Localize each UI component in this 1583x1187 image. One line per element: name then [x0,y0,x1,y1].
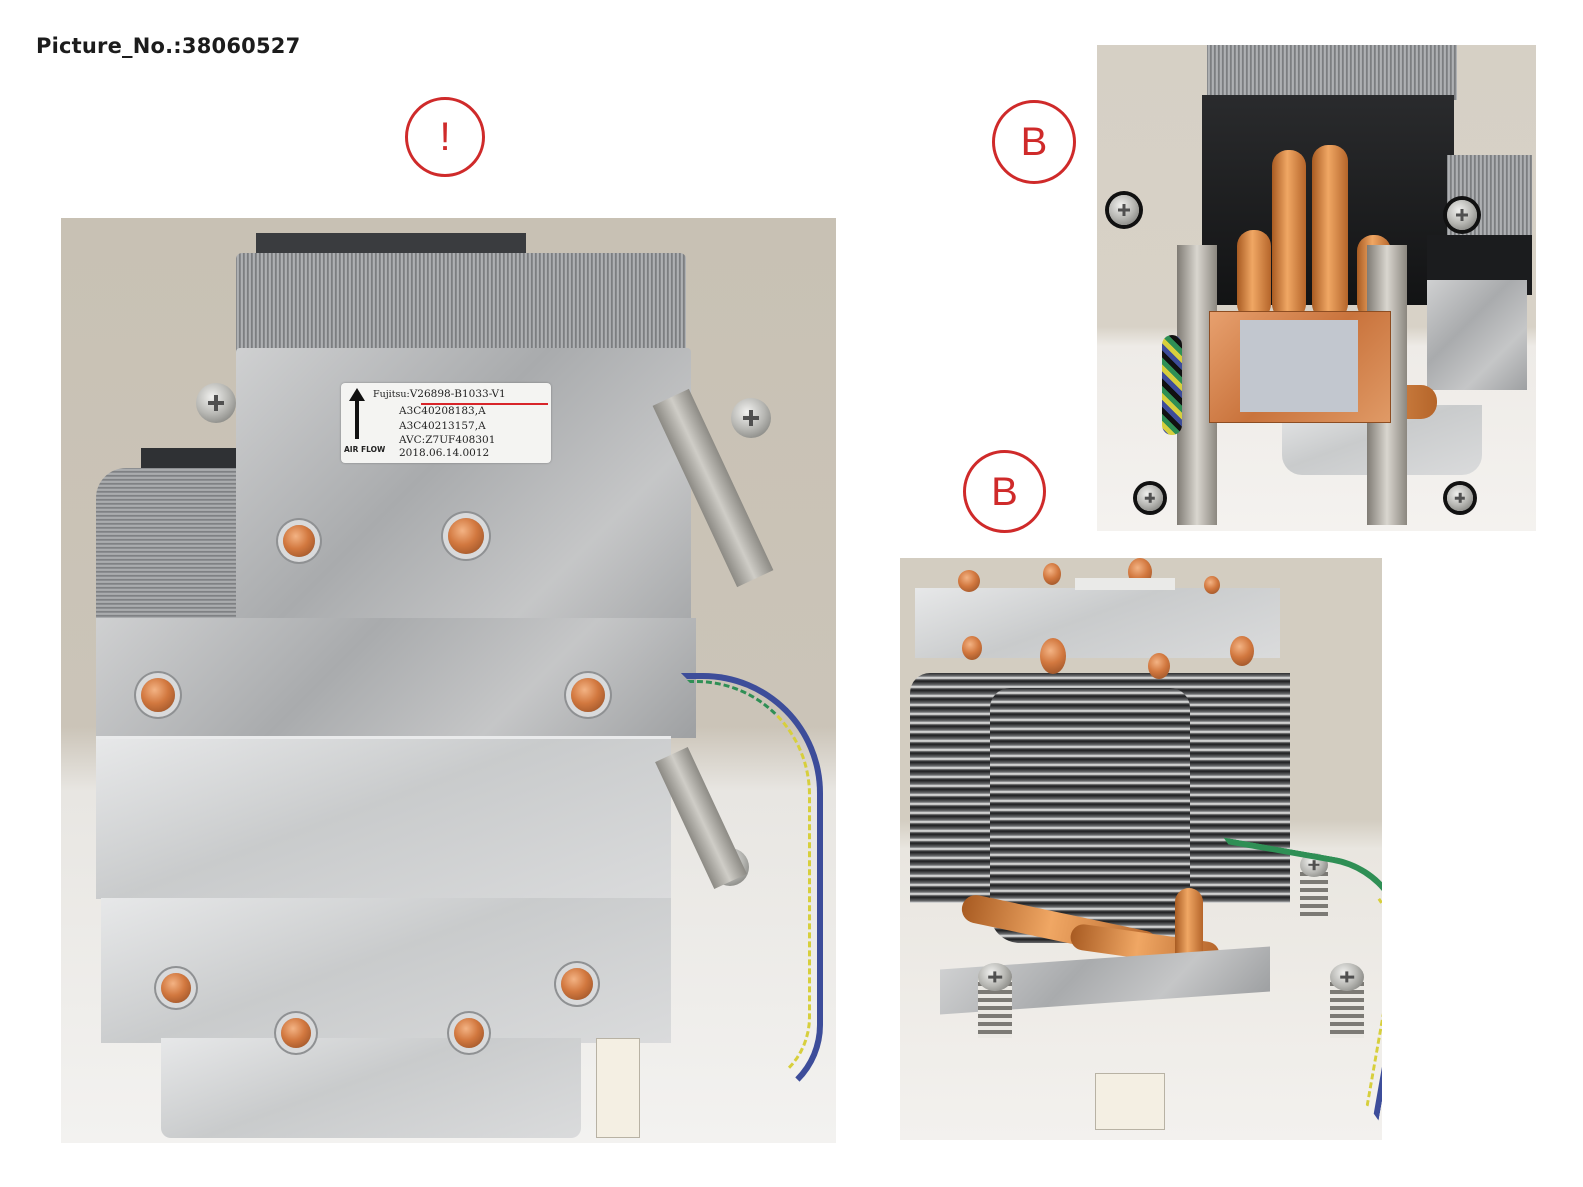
heatpipe-end-icon [1043,563,1061,585]
bracket-screw-icon [1447,485,1473,511]
middle-left-plate [96,618,696,738]
photo-side-view [900,558,1382,1140]
label-brand: Fujitsu: [373,389,410,400]
bracket-screw-icon [1137,485,1163,511]
mid-plate [96,736,671,899]
bracket-screw-icon [1109,195,1139,225]
picture-number: Picture_No.:38060527 [36,34,301,58]
product-label: AIR FLOW Fujitsu:V26898-B1033-V1 A3C4020… [341,383,551,463]
b-marker-bottom-icon: B [963,450,1046,533]
copper-base [1209,311,1391,423]
side-plate [1427,280,1527,390]
left-fin-stack [96,468,241,638]
spring-screw-head-icon [978,963,1012,991]
fan-connector [596,1038,640,1138]
fin-stack-center [990,688,1190,943]
heatpipe-end-icon [1040,638,1066,674]
airflow-text: AIR FLOW [344,445,386,454]
heatpipe-end-icon [1148,653,1170,679]
heatpipe-end-icon [958,570,980,592]
thermal-pad [1240,320,1358,412]
heatpipe-end-icon [561,968,593,1000]
heatpipe-end-icon [281,1018,311,1048]
heat-pipe [1312,145,1348,320]
heatpipe-end-icon [1230,636,1254,666]
airflow-arrow-shaft [355,399,359,439]
label-line-3: A3C40213157,A [399,420,486,432]
airflow-arrow-icon [349,388,365,401]
heatpipe-end-icon [161,973,191,1003]
photo-front-view: AIR FLOW Fujitsu:V26898-B1033-V1 A3C4020… [61,218,836,1143]
heat-pipe [1272,150,1306,320]
part-number-underline [421,403,548,405]
photo-base-view [1097,45,1536,531]
heatpipe-end-icon [571,678,605,712]
base-foot [161,1038,581,1138]
label-line-5: 2018.06.14.0012 [399,447,490,459]
heatpipe-end-icon [448,518,484,554]
heatpipe-end-icon [454,1018,484,1048]
spring-screw-head-icon [1300,853,1328,877]
b-marker-top-symbol: B [1020,120,1048,164]
mount-screw-icon [196,383,236,423]
top-fin-stack [1207,45,1457,100]
heatpipe-end-icon [141,678,175,712]
warning-marker-symbol: ! [439,115,451,159]
fan-connector [1095,1073,1165,1130]
bracket-screw-icon [1447,200,1477,230]
top-plate-label [1075,578,1175,590]
spring-screw-head-icon [1330,963,1364,991]
warning-marker-icon: ! [405,97,485,177]
b-marker-bottom-symbol: B [991,469,1018,514]
label-line-4: AVC:Z7UF408301 [399,434,496,446]
label-part-number: V26898-B1033-V1 [409,388,506,400]
heatpipe-end-icon [1204,576,1220,594]
label-line-2: A3C40208183,A [399,405,486,417]
mount-screw-icon [731,398,771,438]
label-line-part-number: Fujitsu:V26898-B1033-V1 [373,388,506,400]
b-marker-top-icon: B [992,100,1076,184]
fan-cable [1162,335,1182,435]
heat-pipe [1237,230,1271,320]
heatpipe-end-icon [283,525,315,557]
heatpipe-end-icon [962,636,982,660]
fan-cable-yellow [687,680,811,1092]
